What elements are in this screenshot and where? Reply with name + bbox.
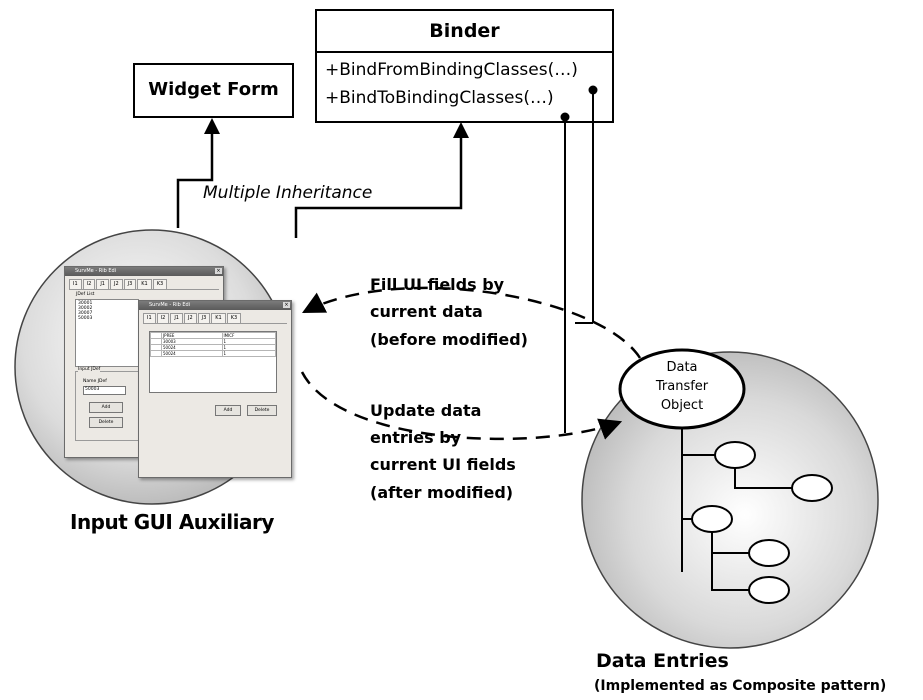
update-data-arrow (300, 371, 623, 441)
tab-i2[interactable]: I2 (156, 313, 170, 323)
jdef-list-label: JDef List (76, 292, 95, 297)
tab-k1[interactable]: K1 (137, 279, 152, 289)
inheritance-label: Multiple Inheritance (203, 183, 373, 203)
inheritance-line-widget (176, 128, 214, 228)
update-data-label-4: (after modified) (370, 483, 514, 502)
binder-title: Binder (429, 20, 500, 42)
tab-j3[interactable]: J3 (123, 279, 137, 289)
tab-k1[interactable]: K1 (211, 313, 226, 323)
update-data-label-1: Update data (370, 401, 482, 420)
table-row[interactable]: 50024 1 (150, 350, 276, 357)
data-entries-title: Data Entries (596, 650, 729, 672)
bind-to-dot (560, 112, 570, 122)
tree-node-2a (748, 539, 790, 567)
widget-form-title: Widget Form (148, 79, 279, 100)
tab-j3[interactable]: J3 (197, 313, 211, 323)
fill-ui-arrow (302, 286, 642, 359)
add-button[interactable]: Add (215, 405, 241, 416)
dto-label-2: Transfer (655, 379, 709, 394)
name-jdef-label: Name JDef (83, 379, 107, 384)
inheritance-line-binder (294, 132, 463, 238)
grid-cell[interactable]: 1 (221, 350, 276, 357)
close-icon[interactable]: × (215, 268, 222, 274)
grid-cell[interactable]: 50024 (161, 350, 223, 357)
input-jdef-label: Input JDef (78, 367, 101, 372)
dto-label-1: Data (666, 360, 698, 375)
bind-from-dot (588, 85, 598, 95)
binder-box (315, 9, 614, 123)
tab-i1[interactable]: I1 (143, 313, 156, 323)
tab-k3[interactable]: K3 (152, 279, 168, 289)
widget-form-box (133, 63, 294, 118)
list-item[interactable]: 30007 (78, 311, 93, 316)
delete-button[interactable]: Delete (247, 405, 277, 416)
jdef-list[interactable]: 30001 30002 30007 50003 (75, 299, 139, 367)
gui-back-tabs: I1 I2 J1 J2 J3 K1 K3 (69, 279, 219, 290)
fill-ui-label-3: (before modified) (370, 330, 528, 349)
tree-branch-2-child (711, 532, 750, 591)
list-item[interactable]: 30001 (78, 301, 93, 306)
tree-node-1a (791, 474, 833, 502)
update-data-label-2: entries by (370, 428, 462, 447)
list-item[interactable]: 50003 (78, 316, 93, 321)
tab-i1[interactable]: I1 (69, 279, 82, 289)
tab-i2[interactable]: I2 (82, 279, 96, 289)
tree-node-2b (748, 576, 790, 604)
delete-button[interactable]: Delete (89, 417, 123, 428)
data-entries-subtitle: (Implemented as Composite pattern) (594, 678, 887, 694)
tree-node-1 (714, 441, 756, 469)
tab-j1[interactable]: J1 (96, 279, 109, 289)
gui-front-title: SurvMe - Rib Edi (149, 302, 191, 308)
gui-front-window: SurvMe - Rib Edi × I1 I2 J1 J2 J3 K1 K3 … (138, 300, 292, 478)
update-data-label-3: current UI fields (370, 455, 516, 474)
tab-j1[interactable]: J1 (170, 313, 183, 323)
dto-label-3: Object (660, 398, 704, 413)
inheritance-arrow-widget (204, 118, 220, 134)
tab-j2[interactable]: J2 (183, 313, 197, 323)
binder-method-from: +BindFromBindingClasses(…) (325, 60, 578, 80)
tab-j2[interactable]: J2 (109, 279, 123, 289)
gui-front-titlebar: SurvMe - Rib Edi × (139, 301, 291, 310)
name-jdef-field[interactable]: 50003 (83, 386, 126, 395)
fill-ui-label-1: Fill UI fields by (370, 275, 505, 294)
gui-back-titlebar: SurvMe - Rib Edi × (65, 267, 223, 276)
input-gui-label: Input GUI Auxiliary (70, 510, 274, 534)
binder-method-to: +BindToBindingClasses(…) (325, 88, 554, 108)
inheritance-arrow-binder (453, 122, 469, 138)
tree-branch-1-child (734, 468, 795, 489)
close-icon[interactable]: × (283, 302, 290, 308)
tab-k3[interactable]: K3 (226, 313, 242, 323)
add-button[interactable]: Add (89, 402, 123, 413)
fill-ui-label-2: current data (370, 302, 483, 321)
tree-node-2 (691, 505, 733, 533)
list-item[interactable]: 30002 (78, 306, 93, 311)
gui-front-tabs: I1 I2 J1 J2 J3 K1 K3 (143, 313, 287, 324)
gui-back-title: SurvMe - Rib Edi (75, 268, 117, 274)
data-grid[interactable]: JPREE IMICF 30003 1 50024 1 50024 1 (149, 331, 277, 393)
